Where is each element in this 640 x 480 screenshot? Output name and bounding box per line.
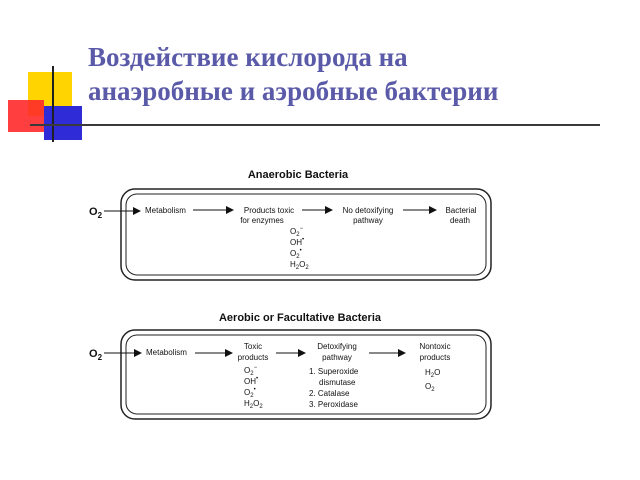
- anaerobic-result-line2: death: [450, 216, 470, 225]
- anaerobic-o2-input: O2: [89, 206, 103, 220]
- aerobic-inner-border: [125, 334, 487, 415]
- aerobic-enzyme-1-cont: dismutase: [319, 378, 356, 387]
- aerobic-result-list: H2O O2: [425, 368, 440, 393]
- decor-red-square: [8, 100, 44, 132]
- decor-vertical-line: [52, 66, 54, 142]
- anaerobic-heading: Anaerobic Bacteria: [248, 169, 349, 181]
- aerobic-species-hydroxyl: OH•: [244, 376, 258, 386]
- aerobic-heading: Aerobic or Facultative Bacteria: [219, 312, 382, 324]
- anaerobic-products-line1: Products toxic: [244, 206, 294, 215]
- aerobic-enzyme-1: 1. Superoxide: [309, 367, 359, 376]
- aerobic-detox-line2: pathway: [322, 353, 352, 362]
- aerobic-enzyme-list: 1. Superoxide dismutase 2. Catalase 3. P…: [309, 367, 359, 409]
- slide-title: Воздействие кислорода на анаэробные и аэ…: [88, 40, 628, 108]
- anaerobic-panel: Anaerobic Bacteria O2 Metabolism Product…: [89, 169, 492, 281]
- slide-title-line-2: анаэробные и аэробные бактерии: [88, 76, 499, 106]
- title-underline: [30, 124, 600, 126]
- slide-title-line-1: Воздействие кислорода на: [88, 42, 408, 72]
- aerobic-enzyme-3: 3. Peroxidase: [309, 400, 358, 409]
- anaerobic-no-detox-line2: pathway: [353, 216, 383, 225]
- anaerobic-species-hydroxyl: OH•: [290, 237, 304, 247]
- aerobic-outer-border: [120, 329, 492, 420]
- decor-blue-square: [44, 106, 82, 140]
- anaerobic-species-singlet-oxygen: O2•: [290, 248, 302, 260]
- anaerobic-result-line1: Bacterial: [445, 206, 476, 215]
- anaerobic-no-detox-line1: No detoxifying: [343, 206, 394, 215]
- anaerobic-products-line2: for enzymes: [240, 216, 284, 225]
- aerobic-detox-line1: Detoxifying: [317, 342, 357, 351]
- aerobic-species-list: O2− OH• O2• H2O2: [244, 365, 263, 410]
- aerobic-metabolism: Metabolism: [146, 348, 187, 357]
- anaerobic-outer-border: [120, 188, 492, 281]
- aerobic-products-line1: Toxic: [244, 342, 262, 351]
- aerobic-products-line2: products: [238, 353, 269, 362]
- aerobic-result-water: H2O: [425, 368, 440, 379]
- aerobic-result-line1: Nontoxic: [419, 342, 450, 351]
- aerobic-result-oxygen: O2: [425, 382, 435, 393]
- aerobic-species-peroxide: H2O2: [244, 399, 263, 410]
- anaerobic-species-peroxide: H2O2: [290, 260, 309, 271]
- aerobic-species-singlet-oxygen: O2•: [244, 387, 256, 399]
- anaerobic-inner-border: [125, 193, 487, 276]
- aerobic-result-line2: products: [420, 353, 451, 362]
- anaerobic-species-list: O2− OH• O2• H2O2: [290, 226, 309, 271]
- aerobic-o2-input: O2: [89, 348, 103, 362]
- aerobic-panel: Aerobic or Facultative Bacteria O2 Metab…: [89, 312, 492, 420]
- aerobic-enzyme-2: 2. Catalase: [309, 389, 350, 398]
- anaerobic-metabolism: Metabolism: [145, 206, 186, 215]
